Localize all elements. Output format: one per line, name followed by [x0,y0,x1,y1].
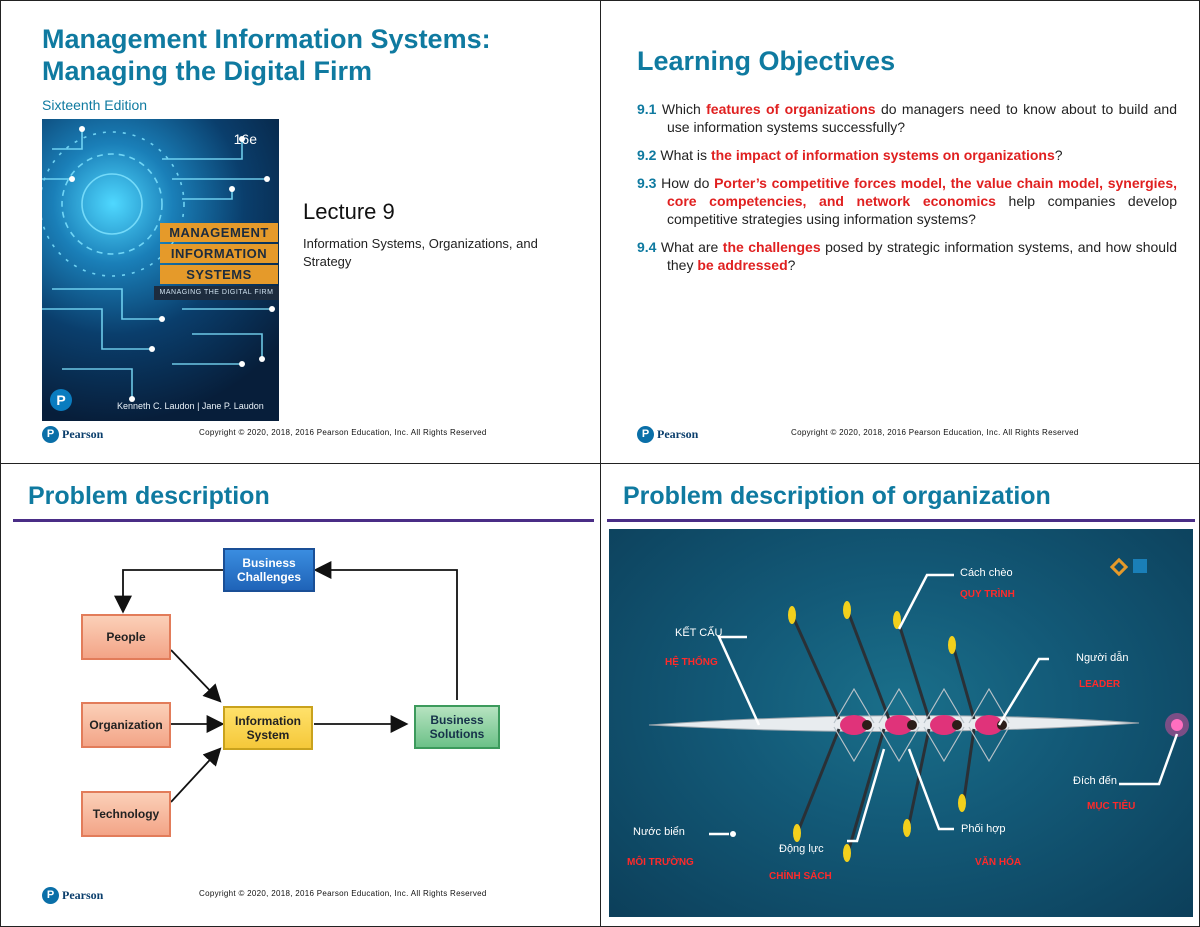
title-underline [13,519,594,522]
slide-title: Learning Objectives [637,46,896,76]
arrow-tech-is [170,747,222,803]
objective-text: do managers need to know about to build … [667,101,1178,135]
pearson-logo: P Pearson [637,426,698,443]
pearson-logo: P Pearson [42,426,103,443]
label-dich-den: Đích đến [1073,775,1118,787]
objectives-list: 9.1 Which features of organizations do m… [637,100,1177,284]
objective-item: 9.4 What are the challenges posed by str… [637,238,1177,274]
book-title-line2: Managing the Digital Firm [42,56,373,86]
objective-text: How do [656,175,715,191]
slide-title: Management Information Systems: Managing… [0,0,601,464]
copyright-text: Copyright © 2020, 2018, 2016 Pearson Edu… [199,889,487,898]
label-moi-truong: MÔI TRƯỜNG [627,857,694,868]
slide-title: Problem description of organization [623,482,1051,510]
organization-box: Organization [81,702,171,748]
label-van-hoa: VĂN HÓA [975,857,1022,868]
pearson-logo: P Pearson [42,887,103,904]
business-challenges-box: Business Challenges [223,548,315,592]
label-dong-luc: Động lực [779,843,824,855]
objective-highlight: the impact of information systems on org… [710,147,1055,163]
cover-band-subtitle: MANAGING THE DIGITAL FIRM [154,286,279,300]
technology-box: Technology [81,791,171,837]
objective-text: What is [656,147,711,163]
cover-authors: Kenneth C. Laudon | Jane P. Laudon [117,401,264,411]
lecture-subtitle: Information Systems, Organizations, and … [303,236,538,269]
arrow-solutions-challenges [313,561,458,700]
circuit-pattern-icon [42,126,275,402]
copyright-text: Copyright © 2020, 2018, 2016 Pearson Edu… [199,428,487,437]
slide-learning-objectives: Learning Objectives 9.1 Which features o… [600,0,1200,464]
label-leader: LEADER [1079,679,1121,690]
objective-item: 9.1 Which features of organizations do m… [637,100,1177,136]
people-box: People [81,614,171,660]
slide-title: Problem description [28,482,270,510]
objective-text: help companies develop competitive strat… [667,193,1177,227]
label-ket-cau: KẾT CẤU [675,627,723,639]
rowing-boat-icon [648,557,1189,862]
cover-band-systems: SYSTEMS [160,265,278,284]
pearson-logo-icon: P [50,389,72,411]
title-underline [607,519,1195,522]
diagram-arrows [114,561,458,803]
objective-item: 9.3 How do Porter’s competitive forces m… [637,174,1177,228]
book-title: Management Information Systems: Managing… [42,23,491,87]
objective-item: 9.2 What is the impact of information sy… [637,146,1177,164]
cover-band-information: INFORMATION [160,244,278,263]
objective-highlight: features of organizations [706,101,876,117]
pearson-p-icon: P [42,426,59,443]
slide-problem-description-organization: Problem description of organization [600,463,1200,927]
label-nuoc-bien: Nước biển [633,826,685,838]
book-title-line1: Management Information Systems: [42,24,491,54]
objective-text: ? [1054,147,1063,163]
slide-problem-description: Problem description Business Challenges … [0,463,601,927]
label-phoi-hop: Phối hợp [961,823,1006,835]
pearson-wordmark: Pearson [657,427,699,441]
objective-number: 9.4 [637,239,657,255]
objective-highlight: be addressed [697,257,788,273]
pearson-wordmark: Pearson [62,427,104,441]
label-muc-tieu: MỤC TIÊU [1087,801,1136,812]
objective-text: Which [656,101,707,117]
cover-edition: 16e [233,131,257,147]
pearson-wordmark: Pearson [62,888,104,902]
business-solutions-box: Business Solutions [414,705,500,749]
objective-text: posed by strategic information systems, … [667,239,1177,273]
objective-number: 9.2 [637,147,657,163]
label-cach-cheo: Cách chèo [960,567,1013,579]
pearson-p-icon: P [637,426,654,443]
edition-label: Sixteenth Edition [42,97,148,113]
rowing-boat-photo: Cách chèo QUY TRÌNH KẾT CẤU HỆ THỐNG Ngư… [609,529,1193,917]
book-cover-image: 16e MANAGEMENT INFORMATION SYSTEMS MANAG… [42,119,279,421]
objective-number: 9.1 [637,101,657,117]
objective-text: What are [656,239,723,255]
label-chinh-sach: CHÍNH SÁCH [769,871,832,882]
objective-text: ? [787,257,796,273]
information-system-box: Information System [223,706,313,750]
objective-highlight: Porter’s competitive forces model, the v… [667,175,1177,209]
objective-number: 9.3 [637,175,657,191]
label-he-thong: HỆ THỐNG [665,657,718,668]
cover-band-management: MANAGEMENT [160,223,278,242]
pearson-p-icon: P [42,887,59,904]
arrow-people-is [170,649,222,703]
objective-highlight: the challenges [722,239,821,255]
label-nguoi-dan: Người dẫn [1076,652,1129,664]
lecture-number: Lecture 9 [303,199,395,224]
label-quy-trinh: QUY TRÌNH [960,589,1015,600]
arrow-challenges-people [114,569,223,614]
copyright-text: Copyright © 2020, 2018, 2016 Pearson Edu… [791,428,1079,437]
